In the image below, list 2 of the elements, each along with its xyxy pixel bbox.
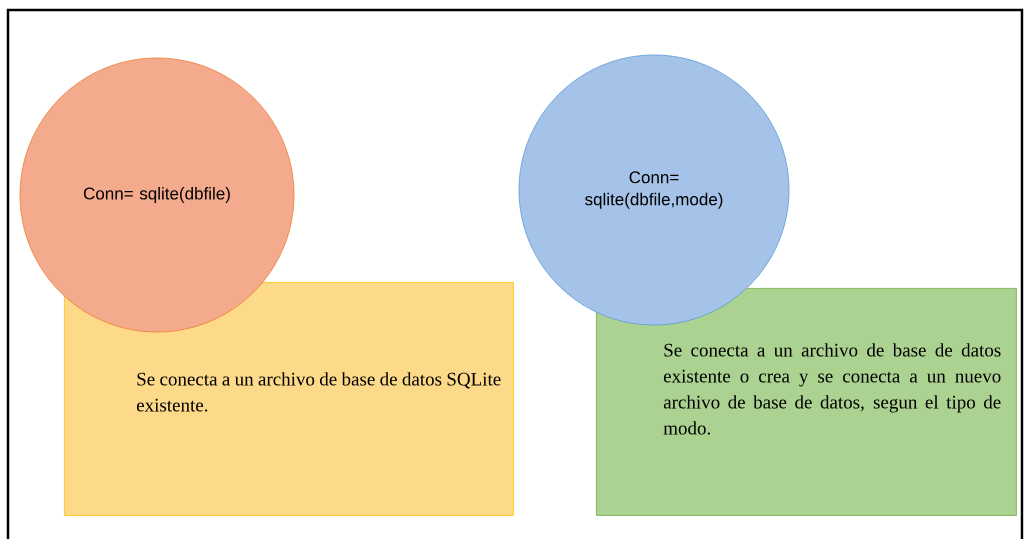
description-box: Se conecta a un archivo de base de datos existente o crea y se conecta a un nuevo archivo de base de datos, segun el tipo de modo.	[596, 288, 1017, 516]
description-box: Se conecta a un archivo de base de datos SQLite existente.	[64, 282, 514, 516]
